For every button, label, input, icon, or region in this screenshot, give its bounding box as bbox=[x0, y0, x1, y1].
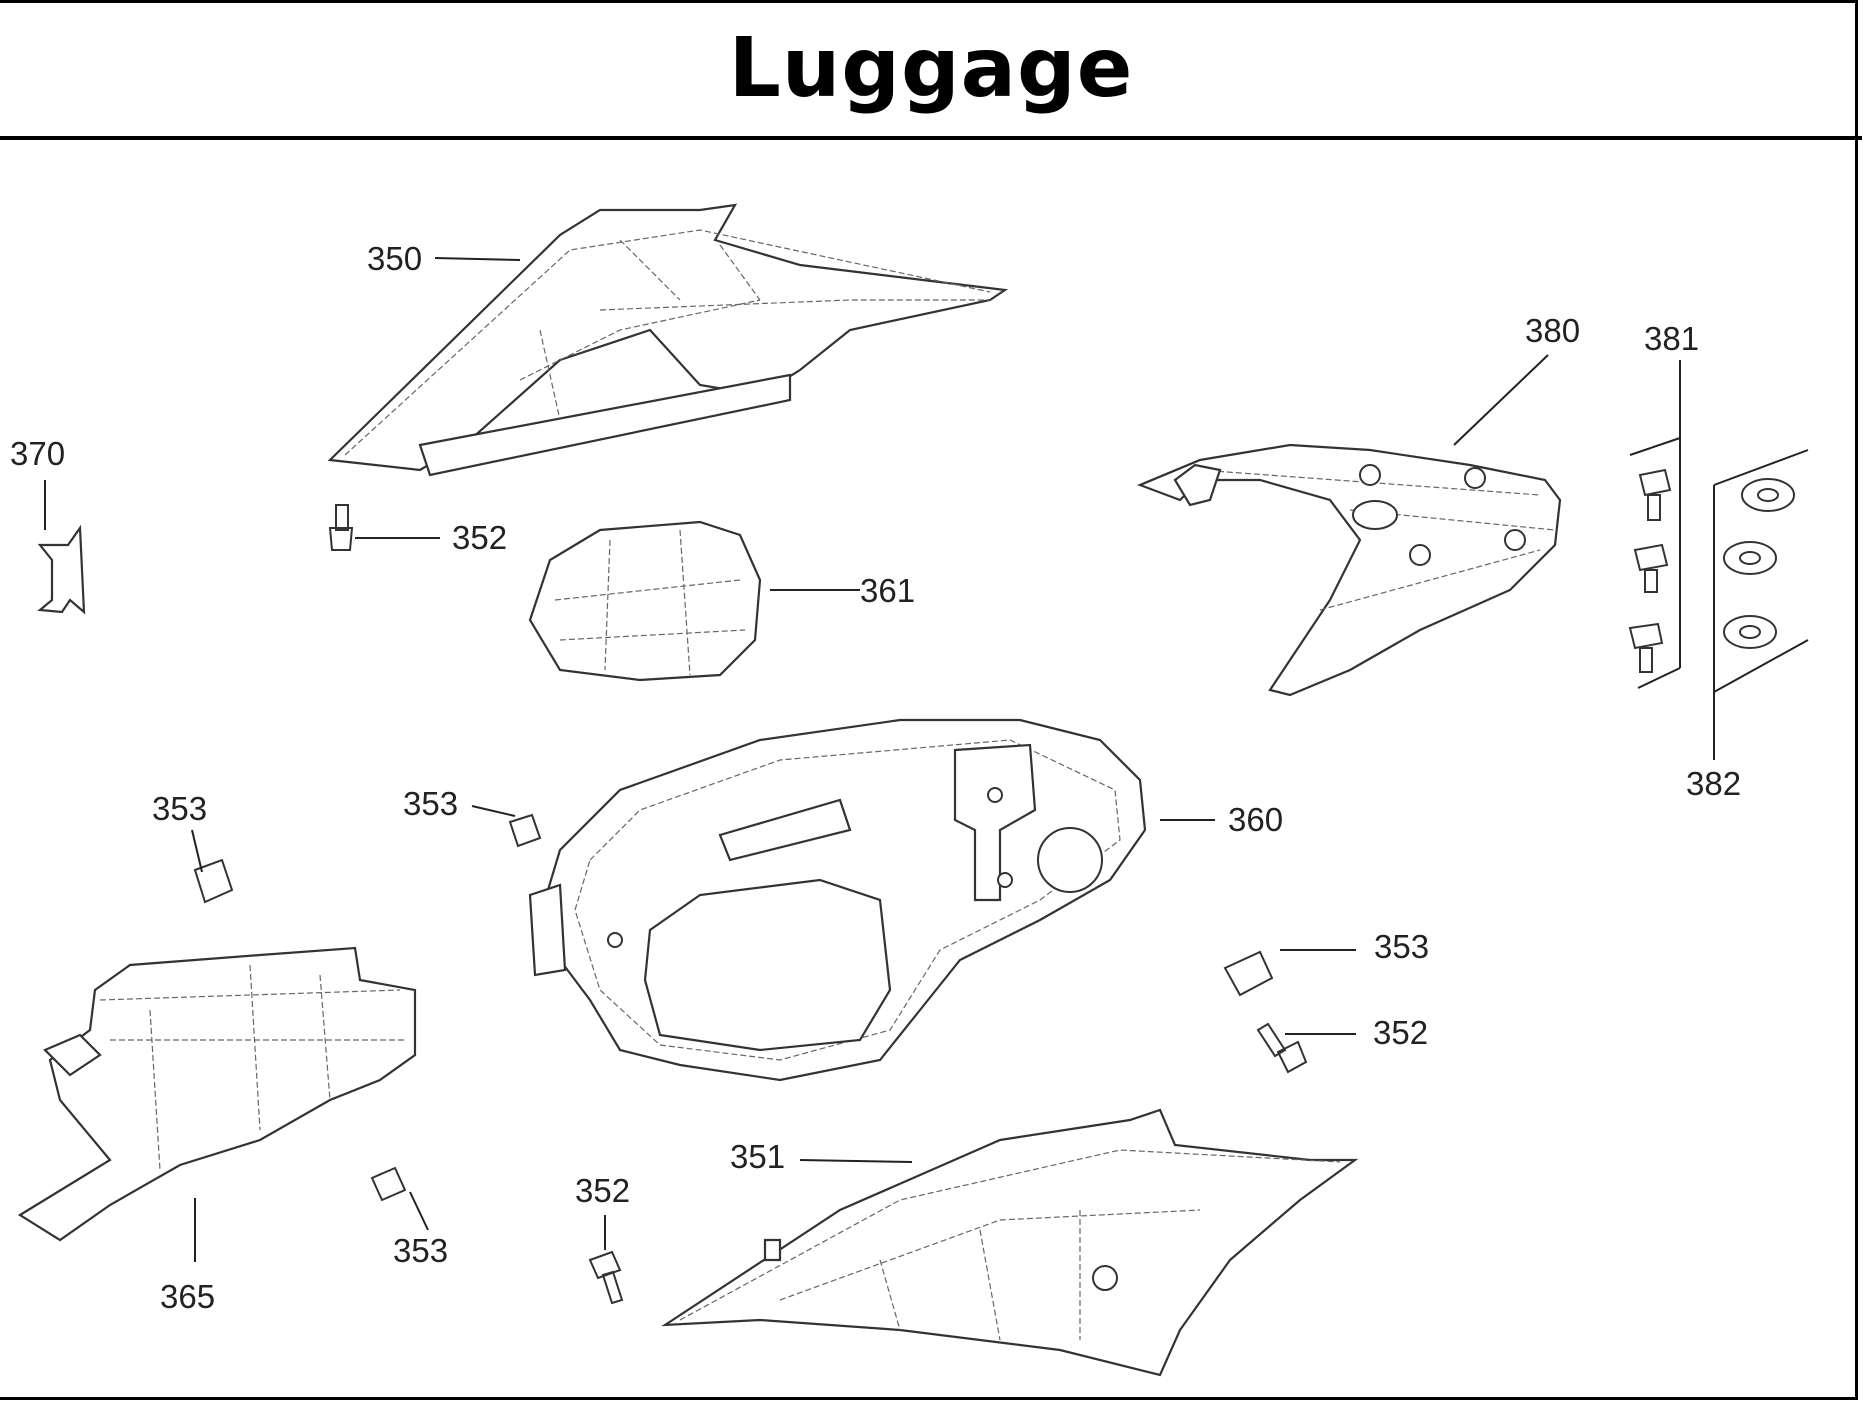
callout-352-a: 352 bbox=[452, 519, 507, 556]
callout-353-b: 353 bbox=[403, 785, 458, 822]
leader-lines bbox=[44, 257, 1809, 1262]
callout-353-a: 353 bbox=[152, 790, 207, 827]
callout-381: 381 bbox=[1644, 320, 1699, 357]
callout-labels: 350 351 352 352 352 353 353 353 353 360 … bbox=[10, 240, 1741, 1315]
part-351-side-cover bbox=[661, 1108, 1359, 1377]
callout-353-c: 353 bbox=[1374, 928, 1429, 965]
part-380-rear-carrier bbox=[1137, 443, 1562, 697]
part-361-lens bbox=[528, 520, 762, 682]
page-title: Luggage bbox=[728, 20, 1134, 116]
callout-350: 350 bbox=[367, 240, 422, 277]
part-360-luggage-box bbox=[528, 718, 1147, 1082]
part-353-clips bbox=[193, 813, 1274, 1202]
callout-380: 380 bbox=[1525, 312, 1580, 349]
part-350-rear-upper-cover bbox=[327, 203, 1009, 477]
title-bar: Luggage bbox=[0, 0, 1862, 140]
part-370-hook bbox=[37, 524, 86, 615]
callout-361: 361 bbox=[860, 572, 915, 609]
callout-353-d: 353 bbox=[393, 1232, 448, 1269]
part-365-side-cover bbox=[17, 946, 417, 1242]
callout-370: 370 bbox=[10, 435, 65, 472]
callout-365: 365 bbox=[160, 1278, 215, 1315]
part-381-bolts bbox=[1628, 468, 1672, 673]
callout-382: 382 bbox=[1686, 765, 1741, 802]
callout-352-b: 352 bbox=[1373, 1014, 1428, 1051]
part-382-nuts bbox=[1723, 478, 1795, 649]
part-352-screws bbox=[328, 504, 1308, 1305]
callout-351: 351 bbox=[730, 1138, 785, 1175]
callout-352-c: 352 bbox=[575, 1172, 630, 1209]
callout-360: 360 bbox=[1228, 801, 1283, 838]
